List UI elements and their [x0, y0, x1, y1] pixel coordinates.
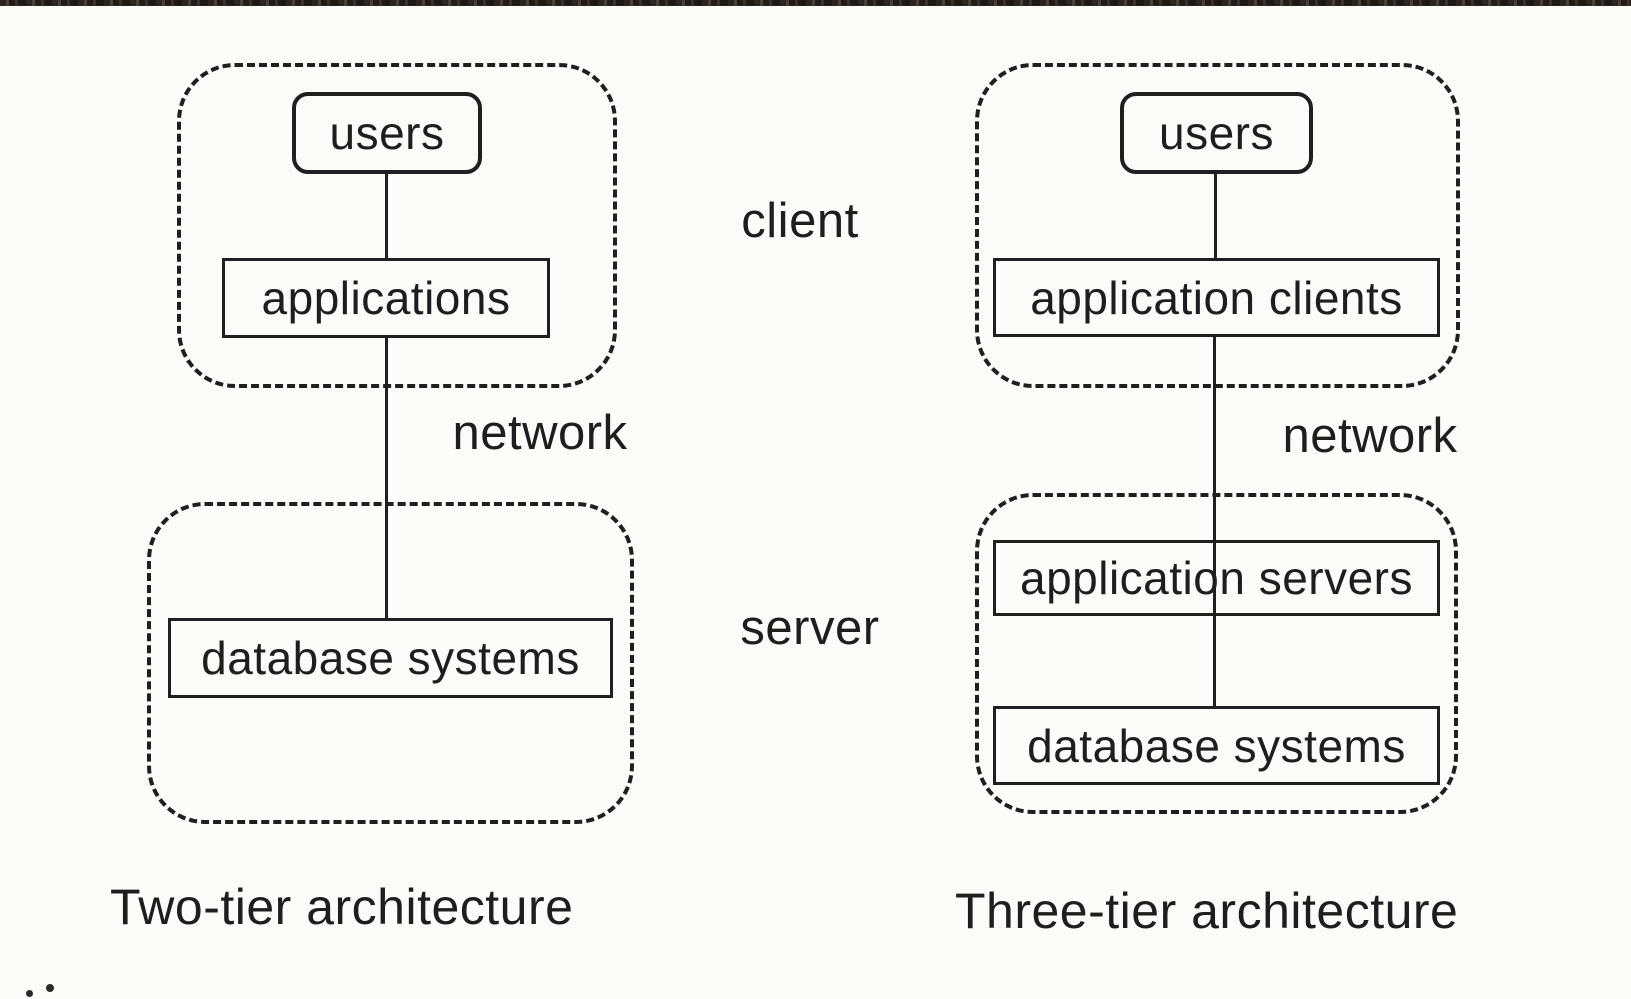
two-tier-applications-label: applications	[261, 272, 511, 324]
three-tier-client-zone	[975, 63, 1460, 388]
two-tier-users-label: users	[329, 107, 445, 159]
two-tier-caption: Two-tier architecture	[110, 879, 574, 935]
connector-users-applications	[385, 172, 388, 260]
page-edge-text-fragment	[46, 984, 54, 992]
two-tier-client-zone	[177, 63, 617, 388]
server-tier-label: server	[740, 601, 880, 655]
client-tier-label: client	[741, 194, 859, 248]
two-tier-applications-node: applications	[222, 258, 550, 338]
three-tier-application-clients-node: application clients	[993, 258, 1440, 337]
page-edge-text-fragment	[26, 990, 33, 997]
two-tier-users-node: users	[292, 92, 482, 174]
three-tier-application-servers-node: application servers	[993, 540, 1440, 616]
connector-applications-database	[385, 336, 388, 620]
three-tier-application-servers-label: application servers	[1019, 552, 1414, 604]
two-tier-database-node: database systems	[168, 618, 613, 698]
three-tier-users-label: users	[1159, 107, 1274, 159]
three-tier-users-node: users	[1120, 92, 1313, 174]
three-tier-application-clients-label: application clients	[1030, 271, 1403, 324]
connector-clients-servers-database	[1213, 335, 1216, 709]
three-tier-caption: Three-tier architecture	[955, 883, 1459, 939]
two-tier-database-label: database systems	[201, 632, 580, 684]
three-tier-database-label: database systems	[1027, 719, 1406, 772]
two-tier-server-zone	[147, 502, 634, 824]
connector-users-application-clients	[1214, 172, 1217, 260]
scan-edge-artifact	[0, 0, 1631, 6]
three-tier-server-zone	[975, 493, 1458, 814]
three-tier-database-node: database systems	[993, 706, 1440, 785]
network-label-right: network	[1282, 409, 1458, 463]
network-label-left: network	[452, 406, 628, 460]
